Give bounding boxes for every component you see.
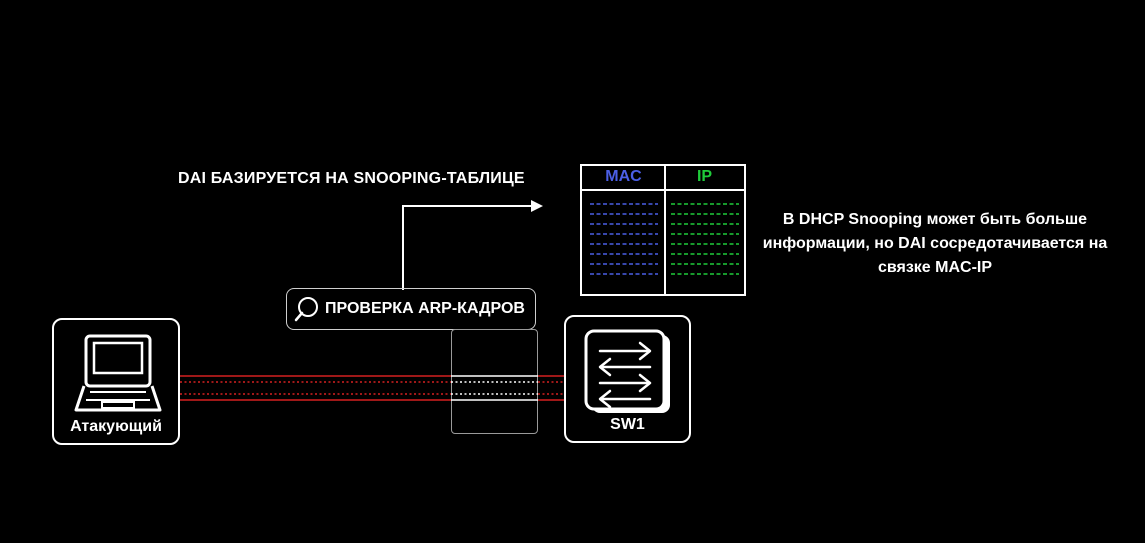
diagram-title: DAI БАЗИРУЕТСЯ НА SNOOPING-ТАБЛИЦЕ — [178, 170, 525, 187]
arp-check-label-box: ПРОВЕРКА ARP-КАДРОВ — [286, 288, 536, 330]
dai-note: В DHCP Snooping может быть больше информ… — [762, 211, 1108, 276]
ip-column-entries — [671, 203, 739, 275]
attacker-label: Атакующий — [70, 418, 162, 435]
mac-column-entries — [590, 203, 658, 275]
table-header-ip: IP — [696, 168, 713, 185]
laptop-icon — [74, 334, 162, 412]
snooping-table: MAC IP — [580, 164, 746, 296]
attacker-node: Атакующий — [52, 318, 180, 445]
arp-check-label: ПРОВЕРКА ARP-КАДРОВ — [325, 300, 525, 317]
switch-arrows-icon — [584, 329, 670, 413]
search-icon — [294, 297, 318, 322]
table-header-mac: MAC — [605, 168, 642, 185]
switch-node: SW1 — [564, 315, 691, 443]
switch-label: SW1 — [610, 416, 645, 433]
